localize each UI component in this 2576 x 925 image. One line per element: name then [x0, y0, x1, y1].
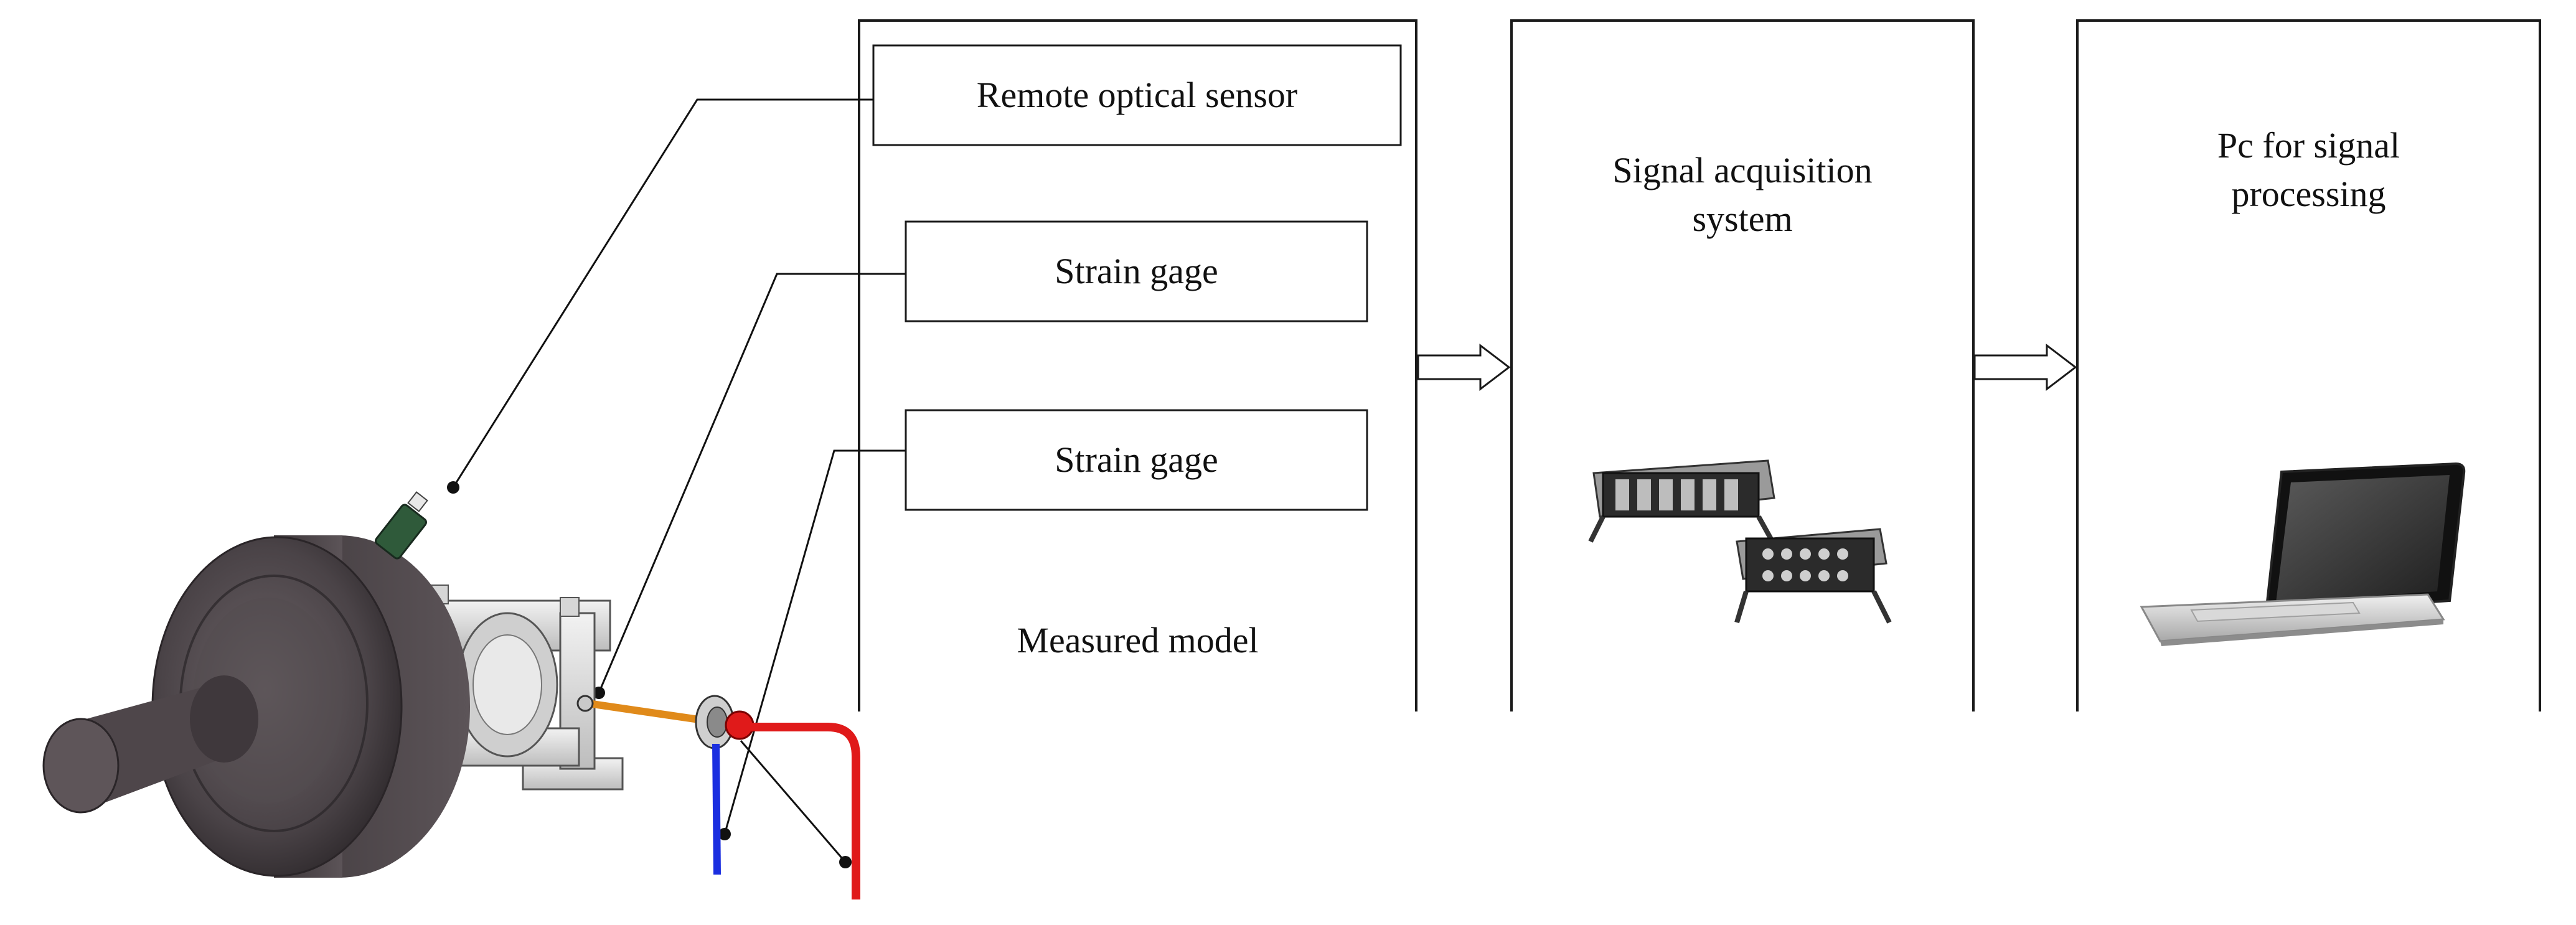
- optical-sensor-device: [374, 491, 428, 560]
- rotor-disc: [151, 535, 470, 878]
- signal-acquisition-title-line1: Signal acquisition: [1612, 150, 1873, 190]
- leader-dot-cable: [839, 856, 852, 868]
- pc-title-line2: processing: [2231, 174, 2386, 214]
- leader-lines: [452, 98, 906, 863]
- drive-shaft: [42, 675, 258, 814]
- daq-hardware-illustration: [1588, 459, 1892, 624]
- measurement-shaft: [585, 700, 720, 726]
- signal-acquisition-title-line2: system: [1692, 199, 1793, 239]
- leader-line-strain-gage-2-branch: [740, 740, 847, 863]
- measured-model-block: [858, 19, 1417, 711]
- strain-gage-label-1: Strain gage: [1055, 251, 1218, 291]
- daq-chassis-1: [1588, 459, 1777, 546]
- leader-line-strain-gage-2: [723, 449, 906, 835]
- pc-block: [2076, 19, 2541, 711]
- daq-chassis-2: [1734, 528, 1892, 624]
- strain-gage-box-1: [905, 220, 1368, 322]
- signal-acquisition-block: [1510, 19, 1975, 711]
- shaft-end-fitting: [576, 695, 594, 712]
- slip-ring: [695, 695, 754, 749]
- remote-optical-sensor-box: [872, 44, 1402, 146]
- leader-dot-optical-sensor: [447, 481, 459, 494]
- flow-arrow-model-to-acquisition: [1417, 343, 1511, 392]
- strain-gage-label-2: Strain gage: [1055, 439, 1218, 480]
- leader-dot-strain-gage-1: [593, 687, 605, 699]
- strain-gage-box-2: [905, 409, 1368, 511]
- pc-title-line1: Pc for signal: [2217, 125, 2400, 166]
- red-cable: [747, 723, 860, 899]
- measured-model-caption: Measured model: [1017, 620, 1259, 660]
- leader-line-optical-sensor: [452, 98, 873, 488]
- leader-line-strain-gage-1: [598, 273, 906, 693]
- test-rig-illustration: [42, 491, 860, 899]
- flow-arrow-acquisition-to-pc: [1973, 343, 2077, 392]
- blue-cable: [712, 743, 721, 875]
- leader-dot-strain-gage-2: [718, 828, 731, 840]
- remote-optical-sensor-label: Remote optical sensor: [976, 75, 1298, 115]
- laptop-illustration: [2140, 462, 2466, 646]
- bearing-housing: [429, 585, 624, 791]
